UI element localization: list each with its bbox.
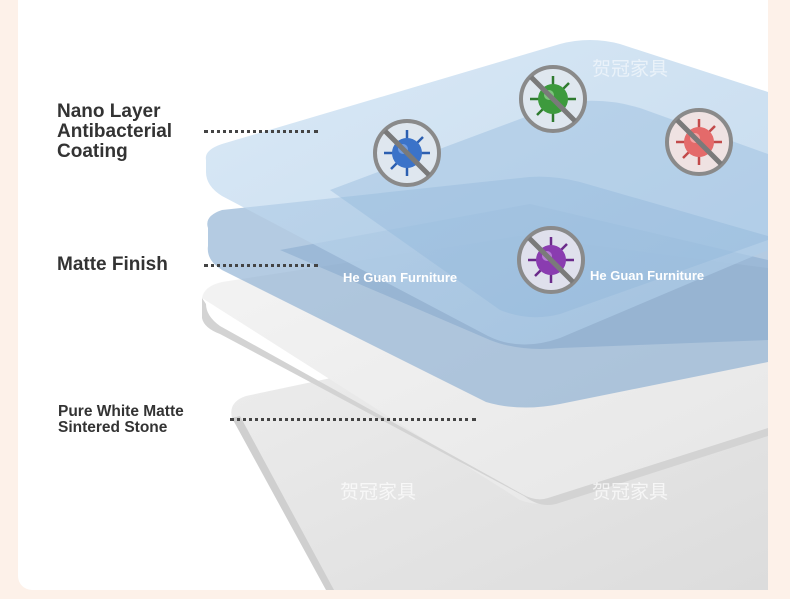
nano-label-line2: Antibacterial <box>57 121 173 142</box>
stone-leader-line <box>230 418 476 421</box>
red-germ-icon <box>665 108 733 176</box>
brand-watermark: 贺冠家具 <box>592 58 669 80</box>
blue-germ-icon <box>373 119 441 187</box>
nano-coating-layer <box>205 40 769 345</box>
matte-leader-line <box>204 264 318 267</box>
brand-text-left: He Guan Furniture <box>343 270 458 285</box>
green-germ-icon <box>519 65 587 133</box>
stone-label-line1: Pure White Matte <box>58 403 184 420</box>
sintered-stone-label: Pure White Matte Sintered Stone <box>58 404 184 436</box>
brand-text-right: He Guan Furniture <box>590 268 705 283</box>
sintered-stone-slab-lower-edge <box>232 416 334 590</box>
brand-watermark: 贺冠家具 <box>340 481 417 503</box>
brand-watermark: 贺冠家具 <box>592 481 669 503</box>
matte-finish-label: Matte Finish <box>57 254 168 275</box>
nano-layer-label: Nano Layer Antibacterial Coating <box>57 102 172 162</box>
nano-label-line1: Nano Layer <box>57 101 161 122</box>
stone-label-line2: Sintered Stone <box>58 419 168 436</box>
nano-leader-line <box>204 130 318 133</box>
purple-germ-icon <box>517 226 585 294</box>
nano-label-line3: Coating <box>57 141 128 162</box>
